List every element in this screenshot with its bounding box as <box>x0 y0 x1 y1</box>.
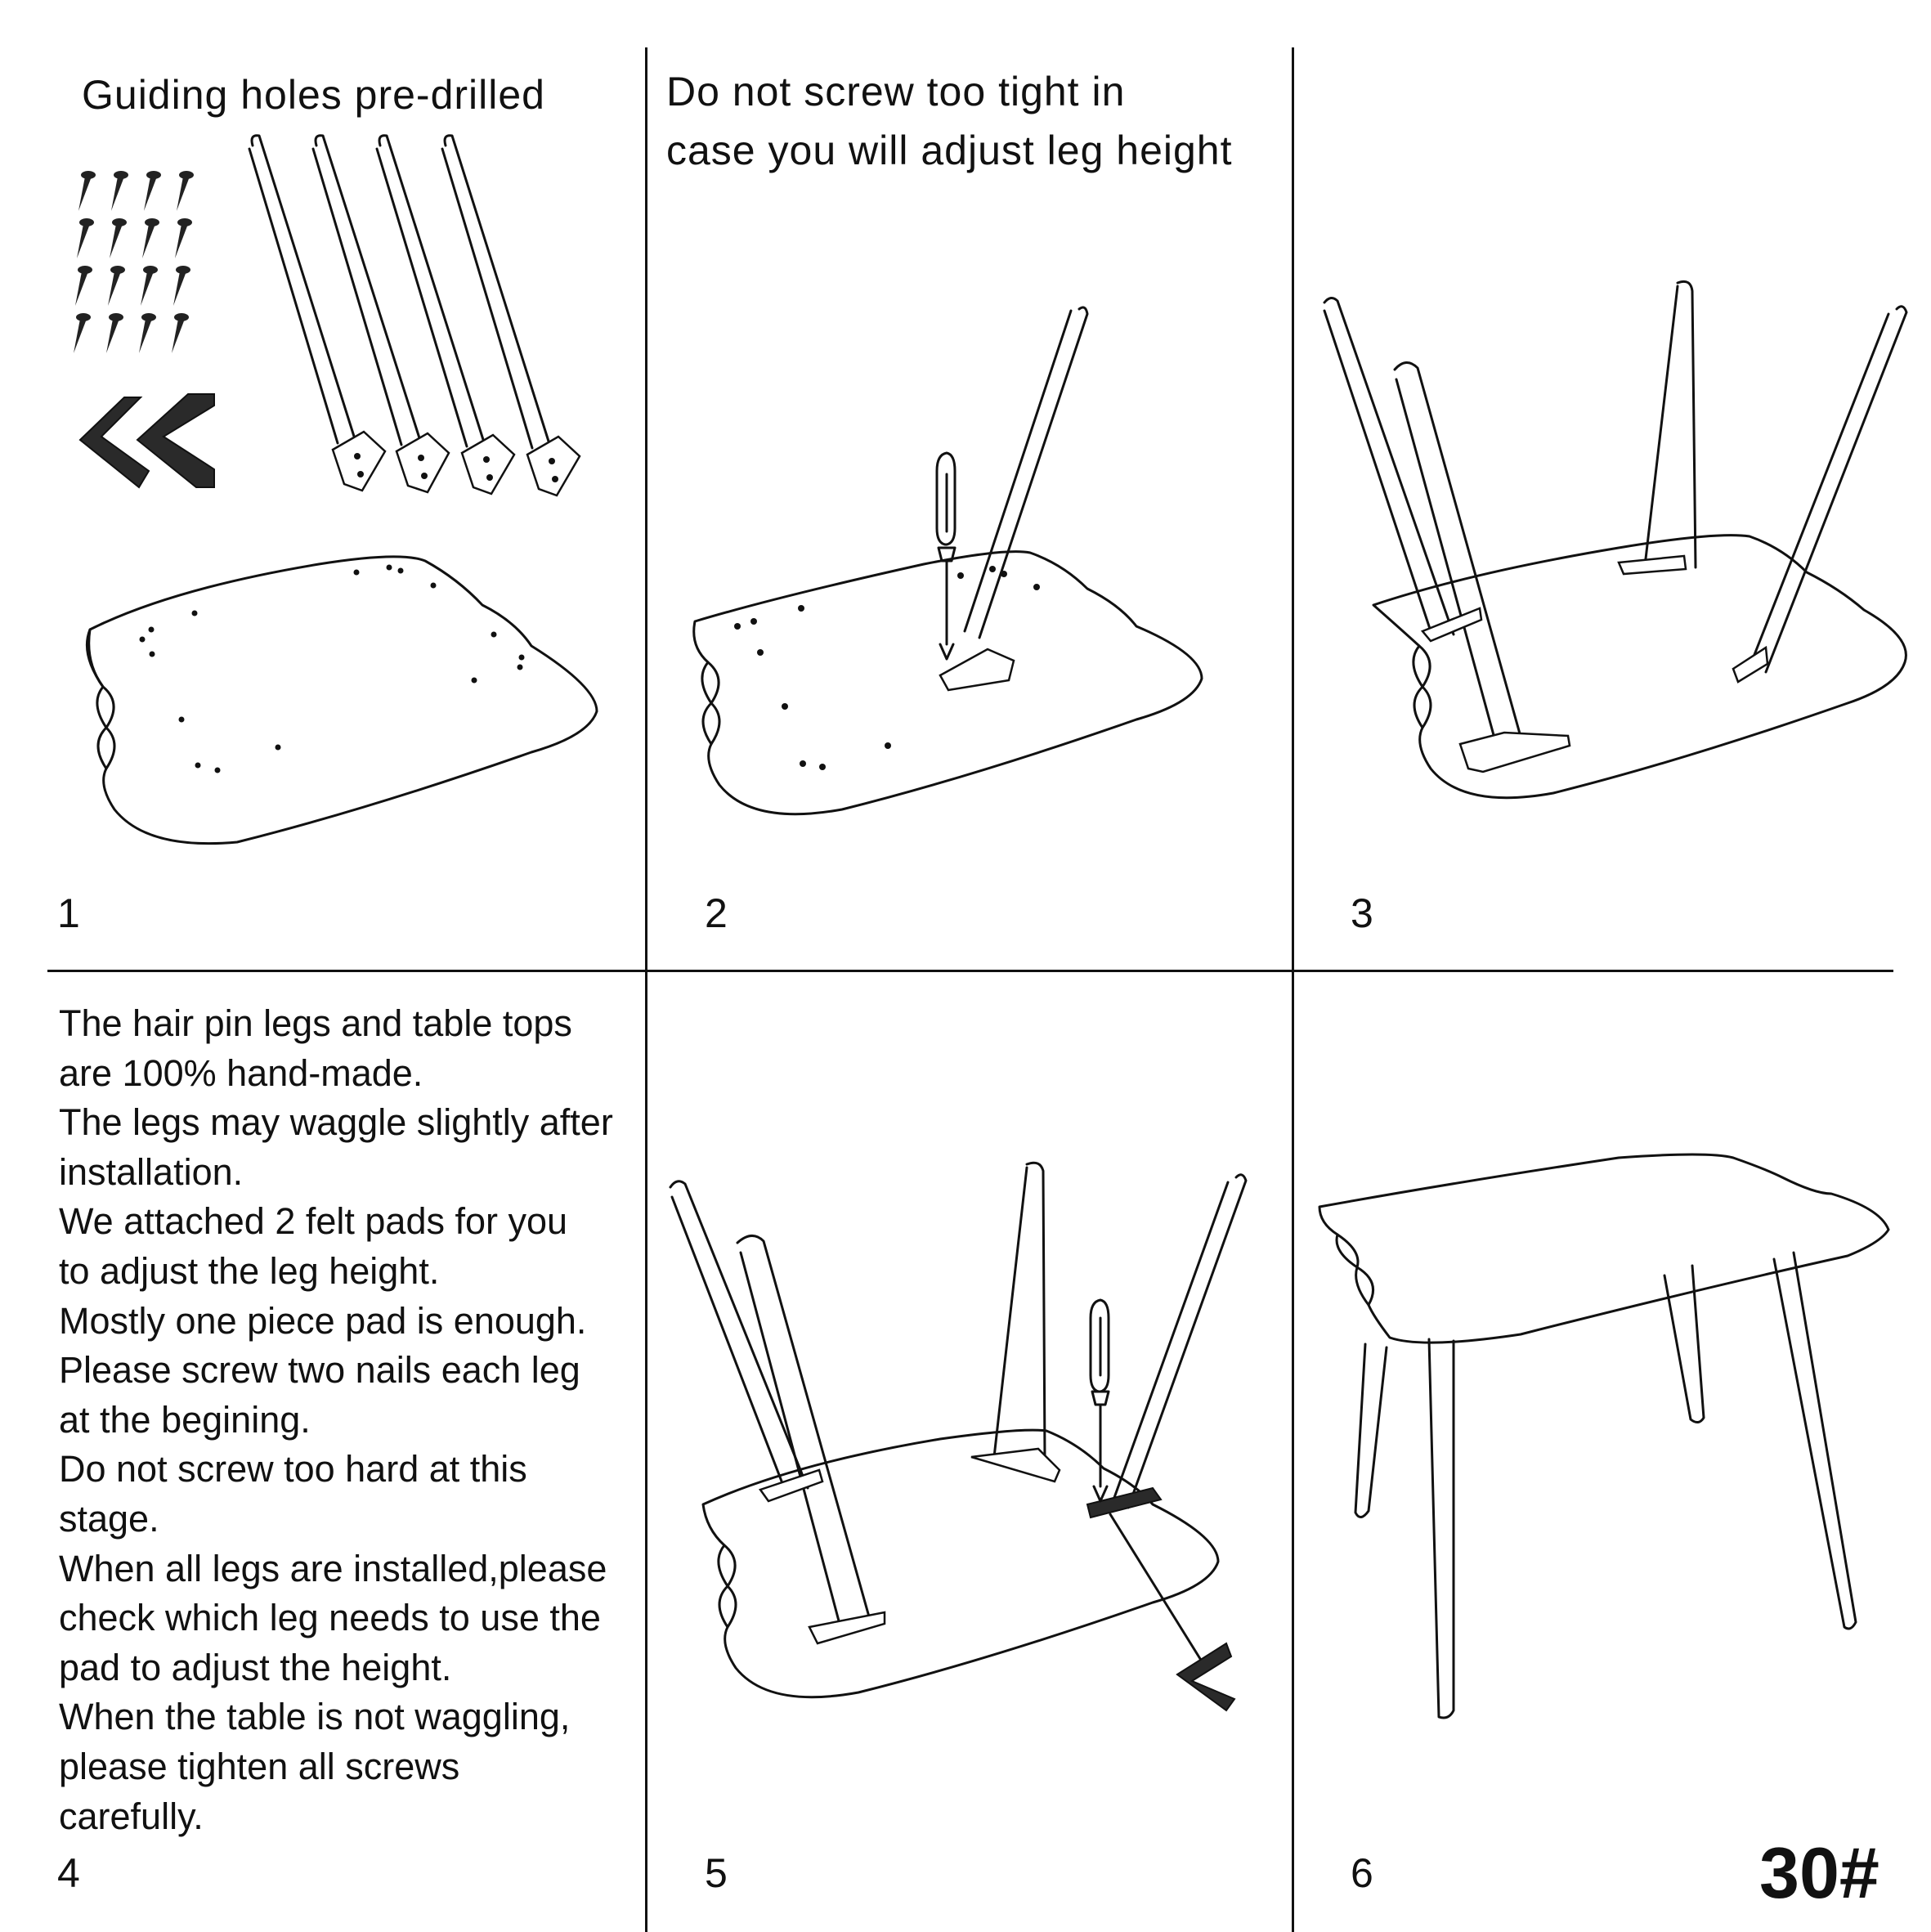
screw-shaft <box>111 177 124 211</box>
step-2-caption-line-2: case you will adjust leg height <box>666 128 1233 173</box>
step-3-illustration <box>1323 280 1908 800</box>
note-line: installation. <box>59 1150 244 1193</box>
screw-head <box>145 218 159 226</box>
screw-head <box>76 313 91 321</box>
table-top-illustration <box>85 555 598 845</box>
screw-shaft <box>106 319 119 353</box>
divider-vertical-1 <box>645 47 647 1932</box>
screw-shaft <box>141 271 154 306</box>
step-4-notes: The hair pin legs and table tops are 100… <box>59 999 613 1841</box>
hairpin-leg-icon <box>248 134 581 497</box>
step-2-number: 2 <box>705 890 728 936</box>
model-number: 30# <box>1759 1832 1879 1913</box>
note-line: please tighten all screws <box>59 1745 460 1787</box>
screw-head <box>112 218 127 226</box>
note-line: We attached 2 felt pads for you <box>59 1200 568 1243</box>
note-line: Do not screw too hard at this <box>59 1448 527 1490</box>
note-line: pad to adjust the height. <box>59 1646 452 1688</box>
screw-head <box>81 171 96 179</box>
step-5-number: 5 <box>705 1850 728 1896</box>
note-line: The hair pin legs and table tops <box>59 1002 572 1044</box>
screw-head <box>109 313 123 321</box>
step-2-caption: Do not screw too tight in case you will … <box>666 62 1233 180</box>
note-line: The legs may waggle slightly after <box>59 1101 613 1144</box>
note-line: carefully. <box>59 1795 204 1837</box>
screw-head <box>141 313 156 321</box>
step-2-caption-line-1: Do not screw too tight in <box>666 69 1126 114</box>
step-4-number: 4 <box>57 1850 80 1896</box>
screw-icon <box>74 171 194 353</box>
screw-head <box>146 171 161 179</box>
screw-shaft <box>172 319 185 353</box>
screw-head <box>79 218 94 226</box>
screw-head <box>176 266 190 274</box>
corner-bracket-icon <box>78 393 215 489</box>
screw-shaft <box>175 224 188 258</box>
divider-horizontal <box>47 970 1893 972</box>
screw-shaft <box>139 319 152 353</box>
step-6-illustration <box>1318 1153 1890 1719</box>
note-line: check which leg needs to use the <box>59 1597 601 1639</box>
step-5-illustration <box>669 1161 1248 1712</box>
screw-head <box>174 313 189 321</box>
screw-head <box>177 218 192 226</box>
divider-vertical-2 <box>1292 47 1294 1932</box>
screw-head <box>78 266 92 274</box>
screw-shaft <box>77 224 90 258</box>
screw-shaft <box>110 224 123 258</box>
screw-shaft <box>173 271 186 306</box>
screw-shaft <box>108 271 121 306</box>
note-line: are 100% hand-made. <box>59 1051 423 1094</box>
note-line: to adjust the leg height. <box>59 1249 440 1292</box>
screw-shaft <box>74 319 87 353</box>
note-line: Please screw two nails each leg <box>59 1349 580 1392</box>
note-line: Mostly one piece pad is enough. <box>59 1299 587 1342</box>
screw-head <box>143 266 158 274</box>
screw-head <box>114 171 128 179</box>
step-1-caption: Guiding holes pre-drilled <box>82 72 545 118</box>
note-line: When all legs are installed,please <box>59 1547 607 1589</box>
screw-shaft <box>75 271 88 306</box>
step-3-number: 3 <box>1351 890 1373 936</box>
step-6-number: 6 <box>1351 1850 1373 1896</box>
screw-head <box>110 266 125 274</box>
screw-shaft <box>144 177 157 211</box>
screw-head <box>179 171 194 179</box>
note-line: stage. <box>59 1497 159 1540</box>
note-line: at the begining. <box>59 1398 311 1441</box>
screw-shaft <box>78 177 92 211</box>
note-line: When the table is not waggling, <box>59 1696 571 1738</box>
screw-shaft <box>142 224 155 258</box>
screw-shaft <box>177 177 190 211</box>
step-1-number: 1 <box>57 890 80 936</box>
step-2-illustration <box>692 306 1203 816</box>
